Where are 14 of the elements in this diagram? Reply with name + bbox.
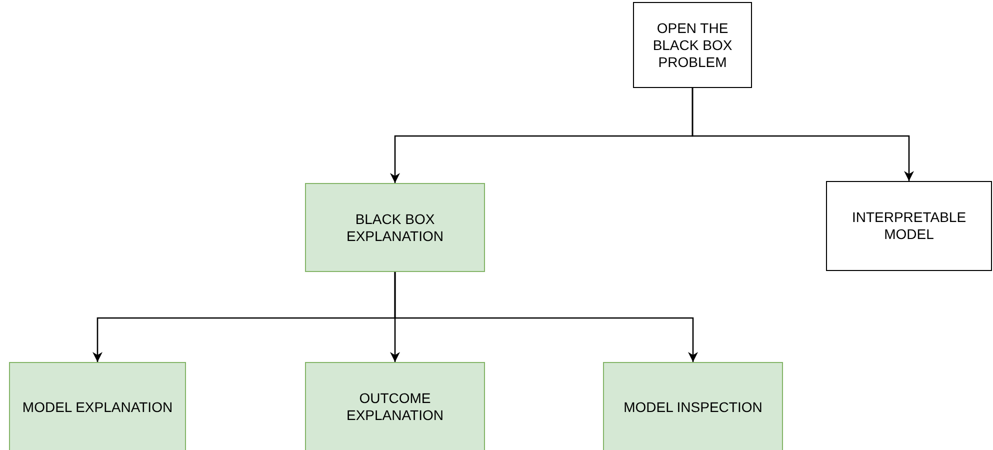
process-box [633,2,752,88]
box-label: INTERPRETABLE MODEL [850,209,968,243]
box-label: BLACK BOX EXPLANATION [346,210,444,244]
box-label: OUTCOME EXPLANATION [346,390,444,424]
box-label: MODEL EXPLANATION [21,398,174,416]
process-box [305,362,485,450]
arrow [692,88,914,181]
box-label: OPEN THE BLACK BOX PROBLEM [652,20,734,70]
box-label: MODEL INSPECTION [622,398,764,416]
process-box [9,362,186,450]
process-box [305,183,485,272]
process-box [826,181,992,271]
process-box [603,362,783,450]
arrow [394,272,698,362]
